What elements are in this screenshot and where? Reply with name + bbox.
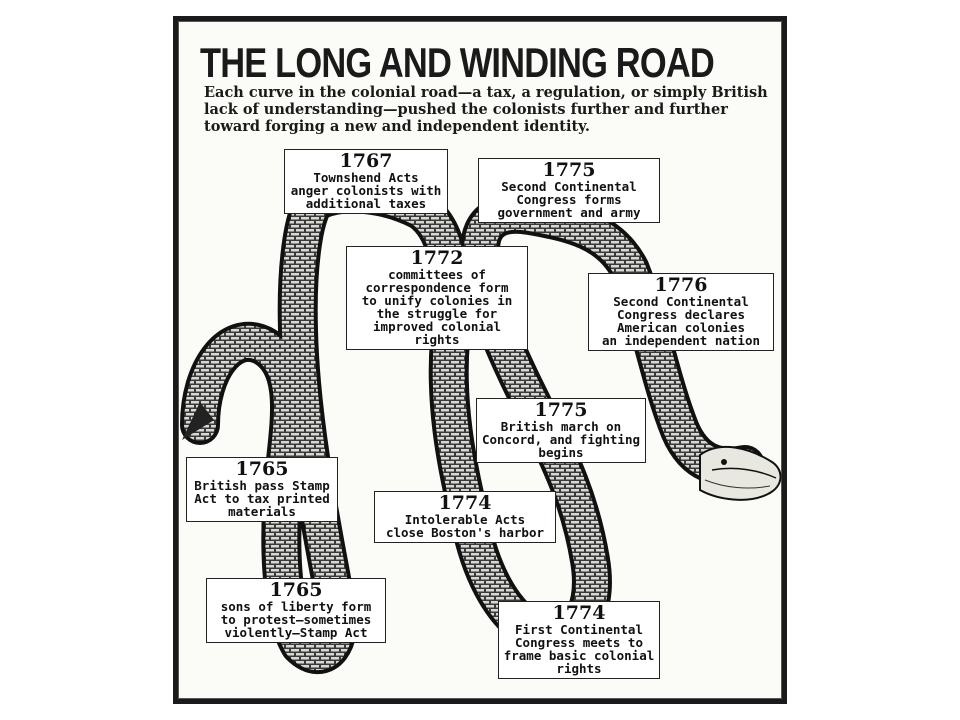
event-year: 1774 <box>438 492 492 514</box>
event-box-1774-first-congress: 1774 First Continental Congress meets to… <box>498 601 660 679</box>
event-year: 1774 <box>552 602 606 624</box>
event-box-1767-townshend: 1767 Townshend Acts anger colonists with… <box>284 149 448 214</box>
event-year: 1775 <box>542 159 596 181</box>
event-text: Intolerable Acts close Boston's harbor <box>385 512 545 540</box>
event-text: Townshend Acts anger colonists with addi… <box>290 170 442 211</box>
event-box-1774-intolerable: 1774 Intolerable Acts close Boston's har… <box>374 491 556 543</box>
event-text: sons of liberty form to protest—sometime… <box>220 599 372 640</box>
poster-subtitle: Each curve in the colonial road—a tax, a… <box>204 84 768 135</box>
event-box-1775-concord: 1775 British march on Concord, and fight… <box>476 398 646 463</box>
event-text: British march on Concord, and fighting b… <box>481 419 641 460</box>
event-year: 1775 <box>534 399 588 421</box>
poster-title: THE LONG AND WINDING ROAD <box>200 39 715 86</box>
event-box-1772-committees: 1772 committees of correspondence form t… <box>346 246 528 350</box>
event-box-1765-stamp-act: 1765 British pass Stamp Act to tax print… <box>186 457 338 522</box>
snake-tail <box>182 402 214 440</box>
event-year: 1776 <box>654 274 708 296</box>
event-text: First Continental Congress meets to fram… <box>503 622 655 676</box>
event-year: 1767 <box>339 150 393 172</box>
event-text: British pass Stamp Act to tax printed ma… <box>194 478 330 519</box>
event-year: 1765 <box>269 579 323 601</box>
event-box-1776-independence: 1776 Second Continental Congress declare… <box>588 273 774 351</box>
snake-head-icon <box>699 445 782 501</box>
event-box-1765-sons-of-liberty: 1765 sons of liberty form to protest—som… <box>206 578 386 643</box>
event-year: 1772 <box>410 247 464 269</box>
event-text: committees of correspondence form to uni… <box>361 267 513 347</box>
event-year: 1765 <box>235 458 289 480</box>
event-box-1775-second-congress: 1775 Second Continental Congress forms g… <box>478 158 660 223</box>
event-text: Second Continental Congress forms govern… <box>497 179 641 220</box>
event-text: Second Continental Congress declares Ame… <box>601 294 761 348</box>
